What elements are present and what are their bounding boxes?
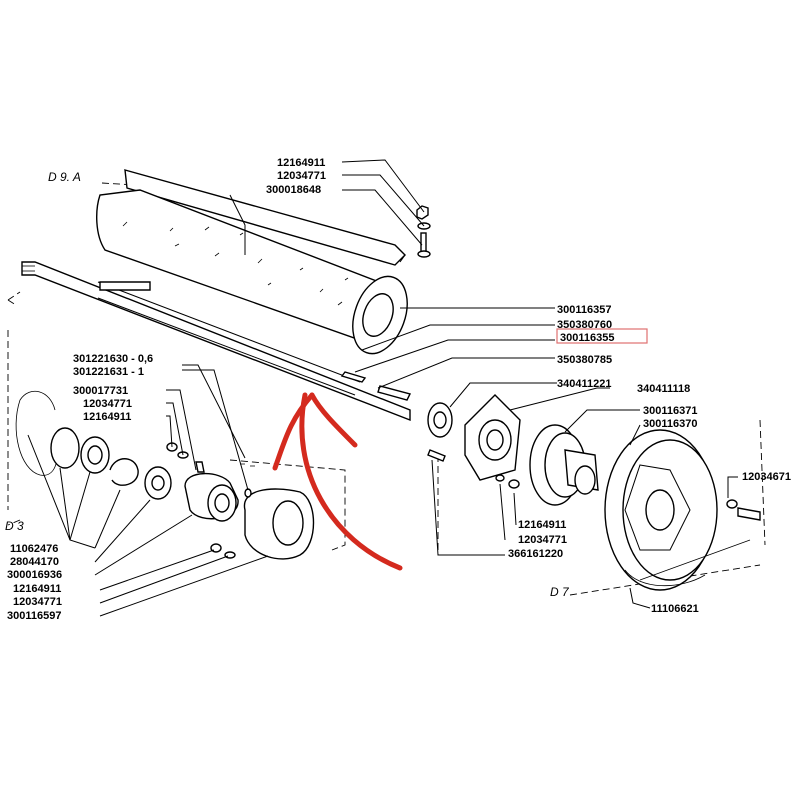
highlight-box [556,328,648,344]
part-label: 12164911 [13,583,61,595]
part-label: 350380785 [557,354,612,366]
part-label: 300017731 [73,385,128,397]
main-shaft [21,261,412,422]
part-label: 12164911 [83,411,131,423]
part-label: 301221631 - 1 [73,366,144,378]
curved-up-arrow-icon [272,392,403,571]
part-label: 11106621 [651,603,699,615]
part-label: 12034771 [277,170,326,182]
section-label-d9a: D 9. A [48,170,81,184]
section-boundaries [7,182,766,596]
top-fastener-stack [416,205,431,258]
part-label: 12034771 [518,534,567,546]
part-label: 301221630 - 0,6 [73,353,153,365]
part-label: 300016936 [7,569,62,581]
part-label: 300116357 [557,304,611,316]
part-label: 12034671 [742,471,791,483]
part-label: 12164911 [518,519,566,531]
part-label: 12034771 [13,596,62,608]
part-label: 300116597 [7,610,61,622]
part-label: 12164911 [277,157,325,169]
right-assembly [427,394,761,591]
part-label: 340411118 [637,383,690,395]
part-label: 366161220 [508,548,563,560]
part-label: 12034771 [83,398,132,410]
part-label: 350380760 [557,319,612,331]
part-label: 300018648 [266,184,321,196]
section-label-d3: D 3 [5,519,24,533]
drum-assembly [96,169,408,355]
leader-lines [27,159,738,617]
part-label: 300116371 [643,405,697,417]
part-label: 340411221 [557,378,611,390]
part-label: 11062476 [10,543,58,555]
part-label: 300116370 [643,418,697,430]
part-label: 28044170 [10,556,59,568]
section-label-d7: D 7 [550,585,570,599]
part-label-highlighted: 300116355 [560,332,614,344]
